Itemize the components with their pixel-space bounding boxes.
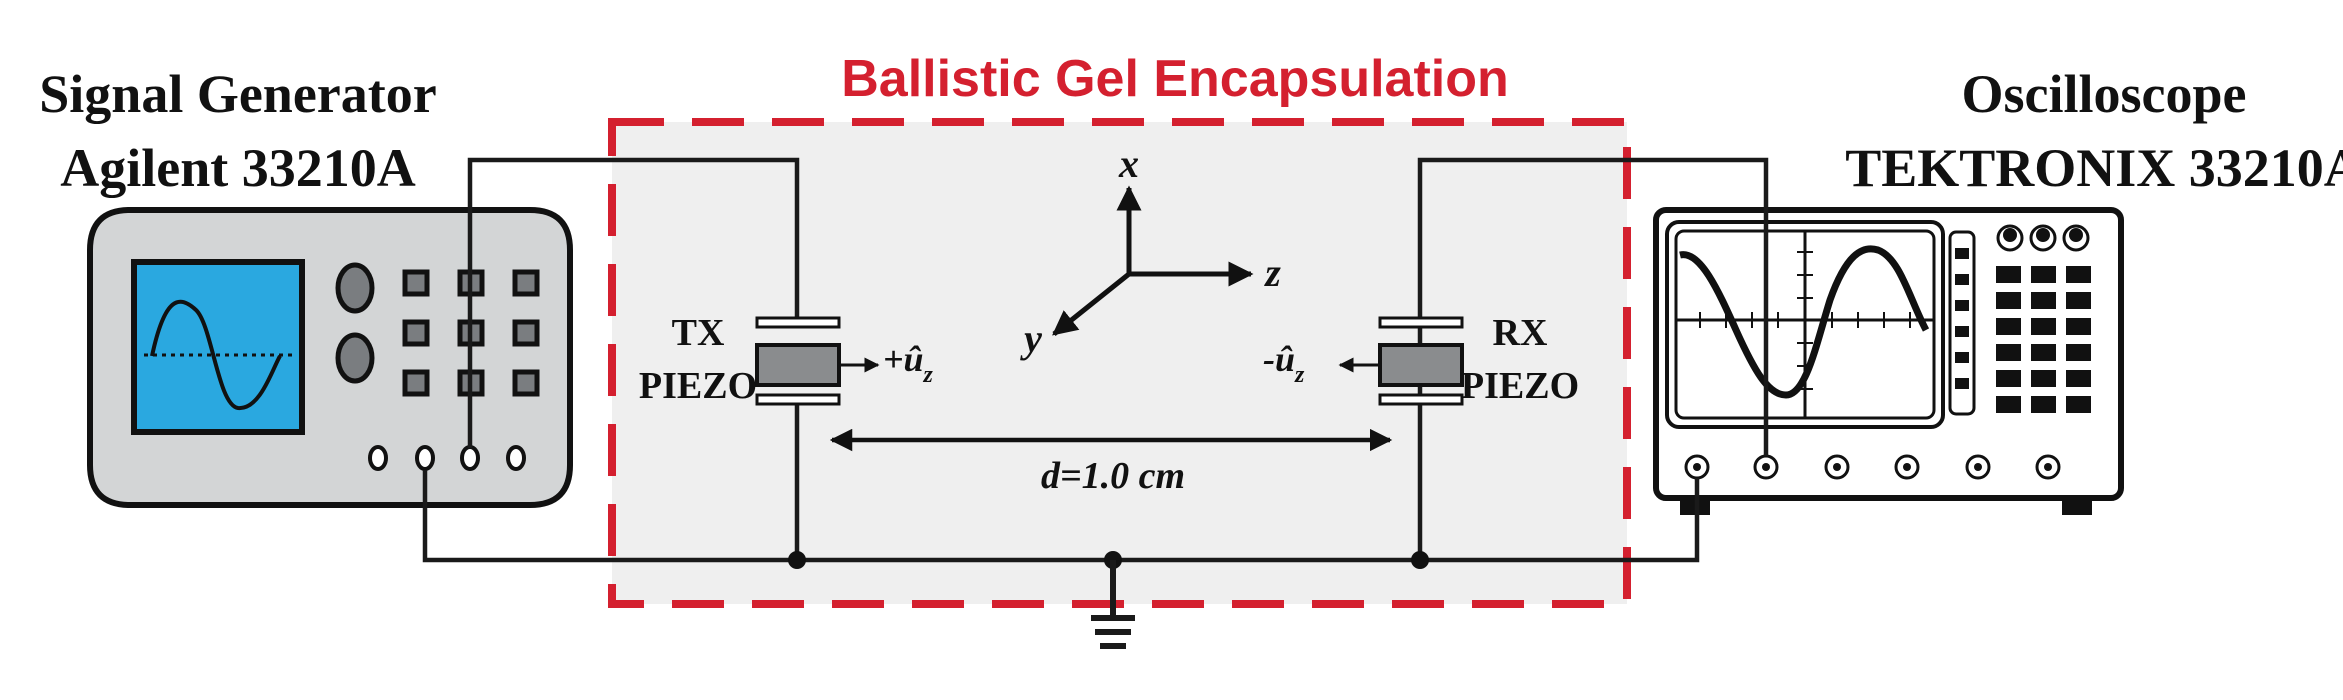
- rx-piezo-element: [1378, 343, 1464, 387]
- generator-ground-wire: [422, 470, 1700, 563]
- rx-piezo: [1338, 316, 1464, 406]
- oscilloscope-key[interactable]: [2031, 344, 2056, 361]
- oscilloscope-title-line2: TEKTRONIX 33210A: [1845, 138, 2343, 198]
- generator-button[interactable]: [402, 269, 430, 297]
- generator-output-jack[interactable]: [415, 445, 435, 471]
- oscilloscope-keypad: [1996, 266, 2091, 413]
- oscilloscope-key[interactable]: [2066, 266, 2091, 283]
- tx-label-line1: TX: [672, 312, 725, 354]
- tx-vector-label: +ûz: [883, 339, 934, 388]
- generator-button[interactable]: [512, 369, 540, 397]
- oscilloscope-input-jacks: [1684, 454, 2061, 480]
- rx-signal-wire: [1417, 157, 1769, 456]
- oscilloscope: [1653, 207, 2124, 515]
- oscilloscope-key[interactable]: [2066, 318, 2091, 335]
- generator-button[interactable]: [512, 269, 540, 297]
- generator-screen: [131, 259, 305, 435]
- rx-piezo-plate-top: [1378, 316, 1464, 329]
- tx-piezo-plate-bottom: [755, 393, 841, 406]
- z-axis-label: z: [1263, 250, 1281, 295]
- y-axis-label: y: [1020, 316, 1042, 361]
- oscilloscope-side-button[interactable]: [1955, 326, 1969, 337]
- oscilloscope-side-button[interactable]: [1955, 352, 1969, 363]
- tx-piezo-plate-top: [755, 316, 841, 329]
- oscilloscope-side-button[interactable]: [1955, 300, 1969, 311]
- tx-piezo: [755, 316, 880, 406]
- ground-symbol: [1091, 560, 1135, 649]
- oscilloscope-key[interactable]: [1996, 318, 2021, 335]
- oscilloscope-side-button[interactable]: [1955, 274, 1969, 285]
- oscilloscope-key[interactable]: [2031, 292, 2056, 309]
- generator-output-jack[interactable]: [460, 445, 480, 471]
- junction-dot: [788, 551, 806, 569]
- oscilloscope-key[interactable]: [1996, 266, 2021, 283]
- rx-label-line2: PIEZO: [1461, 365, 1579, 407]
- oscilloscope-key[interactable]: [2066, 370, 2091, 387]
- generator-knob-bottom[interactable]: [335, 332, 375, 384]
- generator-title-line1: Signal Generator: [39, 64, 436, 124]
- oscilloscope-key[interactable]: [2031, 318, 2056, 335]
- tx-piezo-element: [755, 343, 841, 387]
- generator-output-jack[interactable]: [368, 445, 388, 471]
- generator-knob-top[interactable]: [335, 262, 375, 314]
- oscilloscope-knobs: [1996, 224, 2090, 252]
- oscilloscope-title-line1: Oscilloscope: [1962, 64, 2247, 124]
- oscilloscope-side-button[interactable]: [1955, 248, 1969, 259]
- y-axis-arrow: [1052, 272, 1131, 336]
- oscilloscope-key[interactable]: [1996, 396, 2021, 413]
- oscilloscope-key[interactable]: [2066, 292, 2091, 309]
- tx-label-line2: PIEZO: [639, 365, 757, 407]
- oscilloscope-key[interactable]: [1996, 292, 2021, 309]
- generator-sine-wave: [150, 299, 282, 410]
- oscilloscope-key[interactable]: [1996, 344, 2021, 361]
- oscilloscope-key[interactable]: [2066, 396, 2091, 413]
- oscilloscope-key[interactable]: [1996, 370, 2021, 387]
- x-axis-label: x: [1118, 141, 1139, 186]
- oscilloscope-key[interactable]: [2031, 396, 2056, 413]
- gel-enclosure-border: [608, 118, 1631, 608]
- generator-button[interactable]: [402, 369, 430, 397]
- coordinate-axes: [1052, 185, 1254, 336]
- oscilloscope-key[interactable]: [2031, 266, 2056, 283]
- generator-button[interactable]: [512, 319, 540, 347]
- oscilloscope-key[interactable]: [2066, 344, 2091, 361]
- oscilloscope-key[interactable]: [2031, 370, 2056, 387]
- rx-vector-label: -ûz: [1263, 339, 1305, 388]
- oscilloscope-sine-wave: [1679, 245, 1930, 399]
- oscilloscope-side-button[interactable]: [1955, 378, 1969, 389]
- rx-piezo-plate-bottom: [1378, 393, 1464, 406]
- distance-label: d=1.0 cm: [1041, 455, 1185, 497]
- signal-generator: [87, 207, 573, 508]
- rx-label-line1: RX: [1493, 312, 1548, 354]
- junction-dot: [1411, 551, 1429, 569]
- generator-output-jack[interactable]: [506, 445, 526, 471]
- enclosure-title: Ballistic Gel Encapsulation: [841, 50, 1509, 108]
- generator-title-line2: Agilent 33210A: [60, 138, 415, 198]
- tx-signal-wire: [467, 157, 800, 448]
- generator-button[interactable]: [402, 319, 430, 347]
